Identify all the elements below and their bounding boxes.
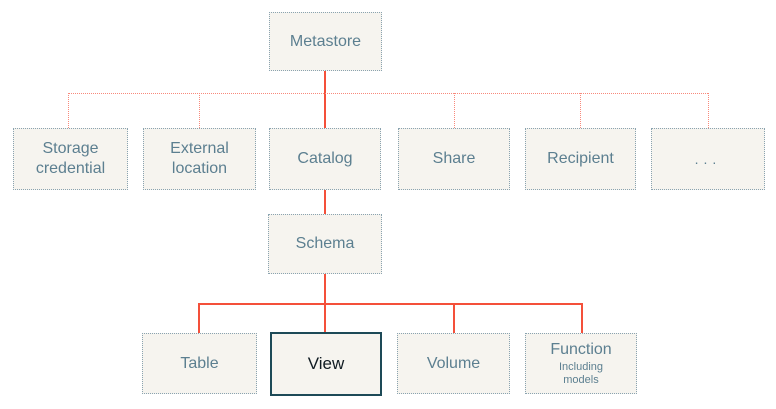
connector-drop-volume <box>453 303 455 333</box>
node-table: Table <box>142 333 257 394</box>
node-table-label: Table <box>180 354 219 372</box>
node-storage-credential: Storage credential <box>13 128 128 190</box>
node-schema: Schema <box>268 214 382 274</box>
connector-drop-function <box>581 303 583 333</box>
node-catalog-label: Catalog <box>297 150 353 167</box>
node-schema-label: Schema <box>295 235 355 252</box>
node-storage-credential-label: Storage credential <box>35 140 106 177</box>
connector-drop-more <box>708 93 709 128</box>
node-share-label: Share <box>432 150 476 167</box>
node-external-location-label: External location <box>170 140 229 177</box>
node-metastore-label: Metastore <box>289 32 362 50</box>
node-more-ellipsis: ... <box>651 128 765 190</box>
connector-drop-storage-credential <box>68 93 69 128</box>
node-metastore: Metastore <box>269 12 382 71</box>
node-view-label: View <box>307 354 345 373</box>
node-recipient-label: Recipient <box>547 150 614 167</box>
node-function-sublabel: Including models <box>558 361 604 386</box>
connector-catalog-schema <box>324 190 326 214</box>
connector-schema-children-bus <box>198 303 582 305</box>
node-volume-label: Volume <box>426 354 481 372</box>
node-function-label: Function <box>550 341 612 358</box>
node-share: Share <box>398 128 510 190</box>
connector-drop-share <box>454 93 455 128</box>
connector-metastore-children-bus <box>68 93 708 94</box>
connector-drop-recipient <box>580 93 581 128</box>
connector-metastore-catalog <box>324 71 326 128</box>
connector-drop-table <box>198 303 200 333</box>
connector-drop-external-location <box>199 93 200 128</box>
node-more-label: ... <box>694 151 722 167</box>
node-recipient: Recipient <box>525 128 636 190</box>
node-volume: Volume <box>397 333 510 394</box>
node-function: Function Including models <box>525 333 637 394</box>
node-view-highlighted: View <box>270 332 382 396</box>
node-external-location: External location <box>143 128 256 190</box>
node-catalog: Catalog <box>269 128 381 190</box>
